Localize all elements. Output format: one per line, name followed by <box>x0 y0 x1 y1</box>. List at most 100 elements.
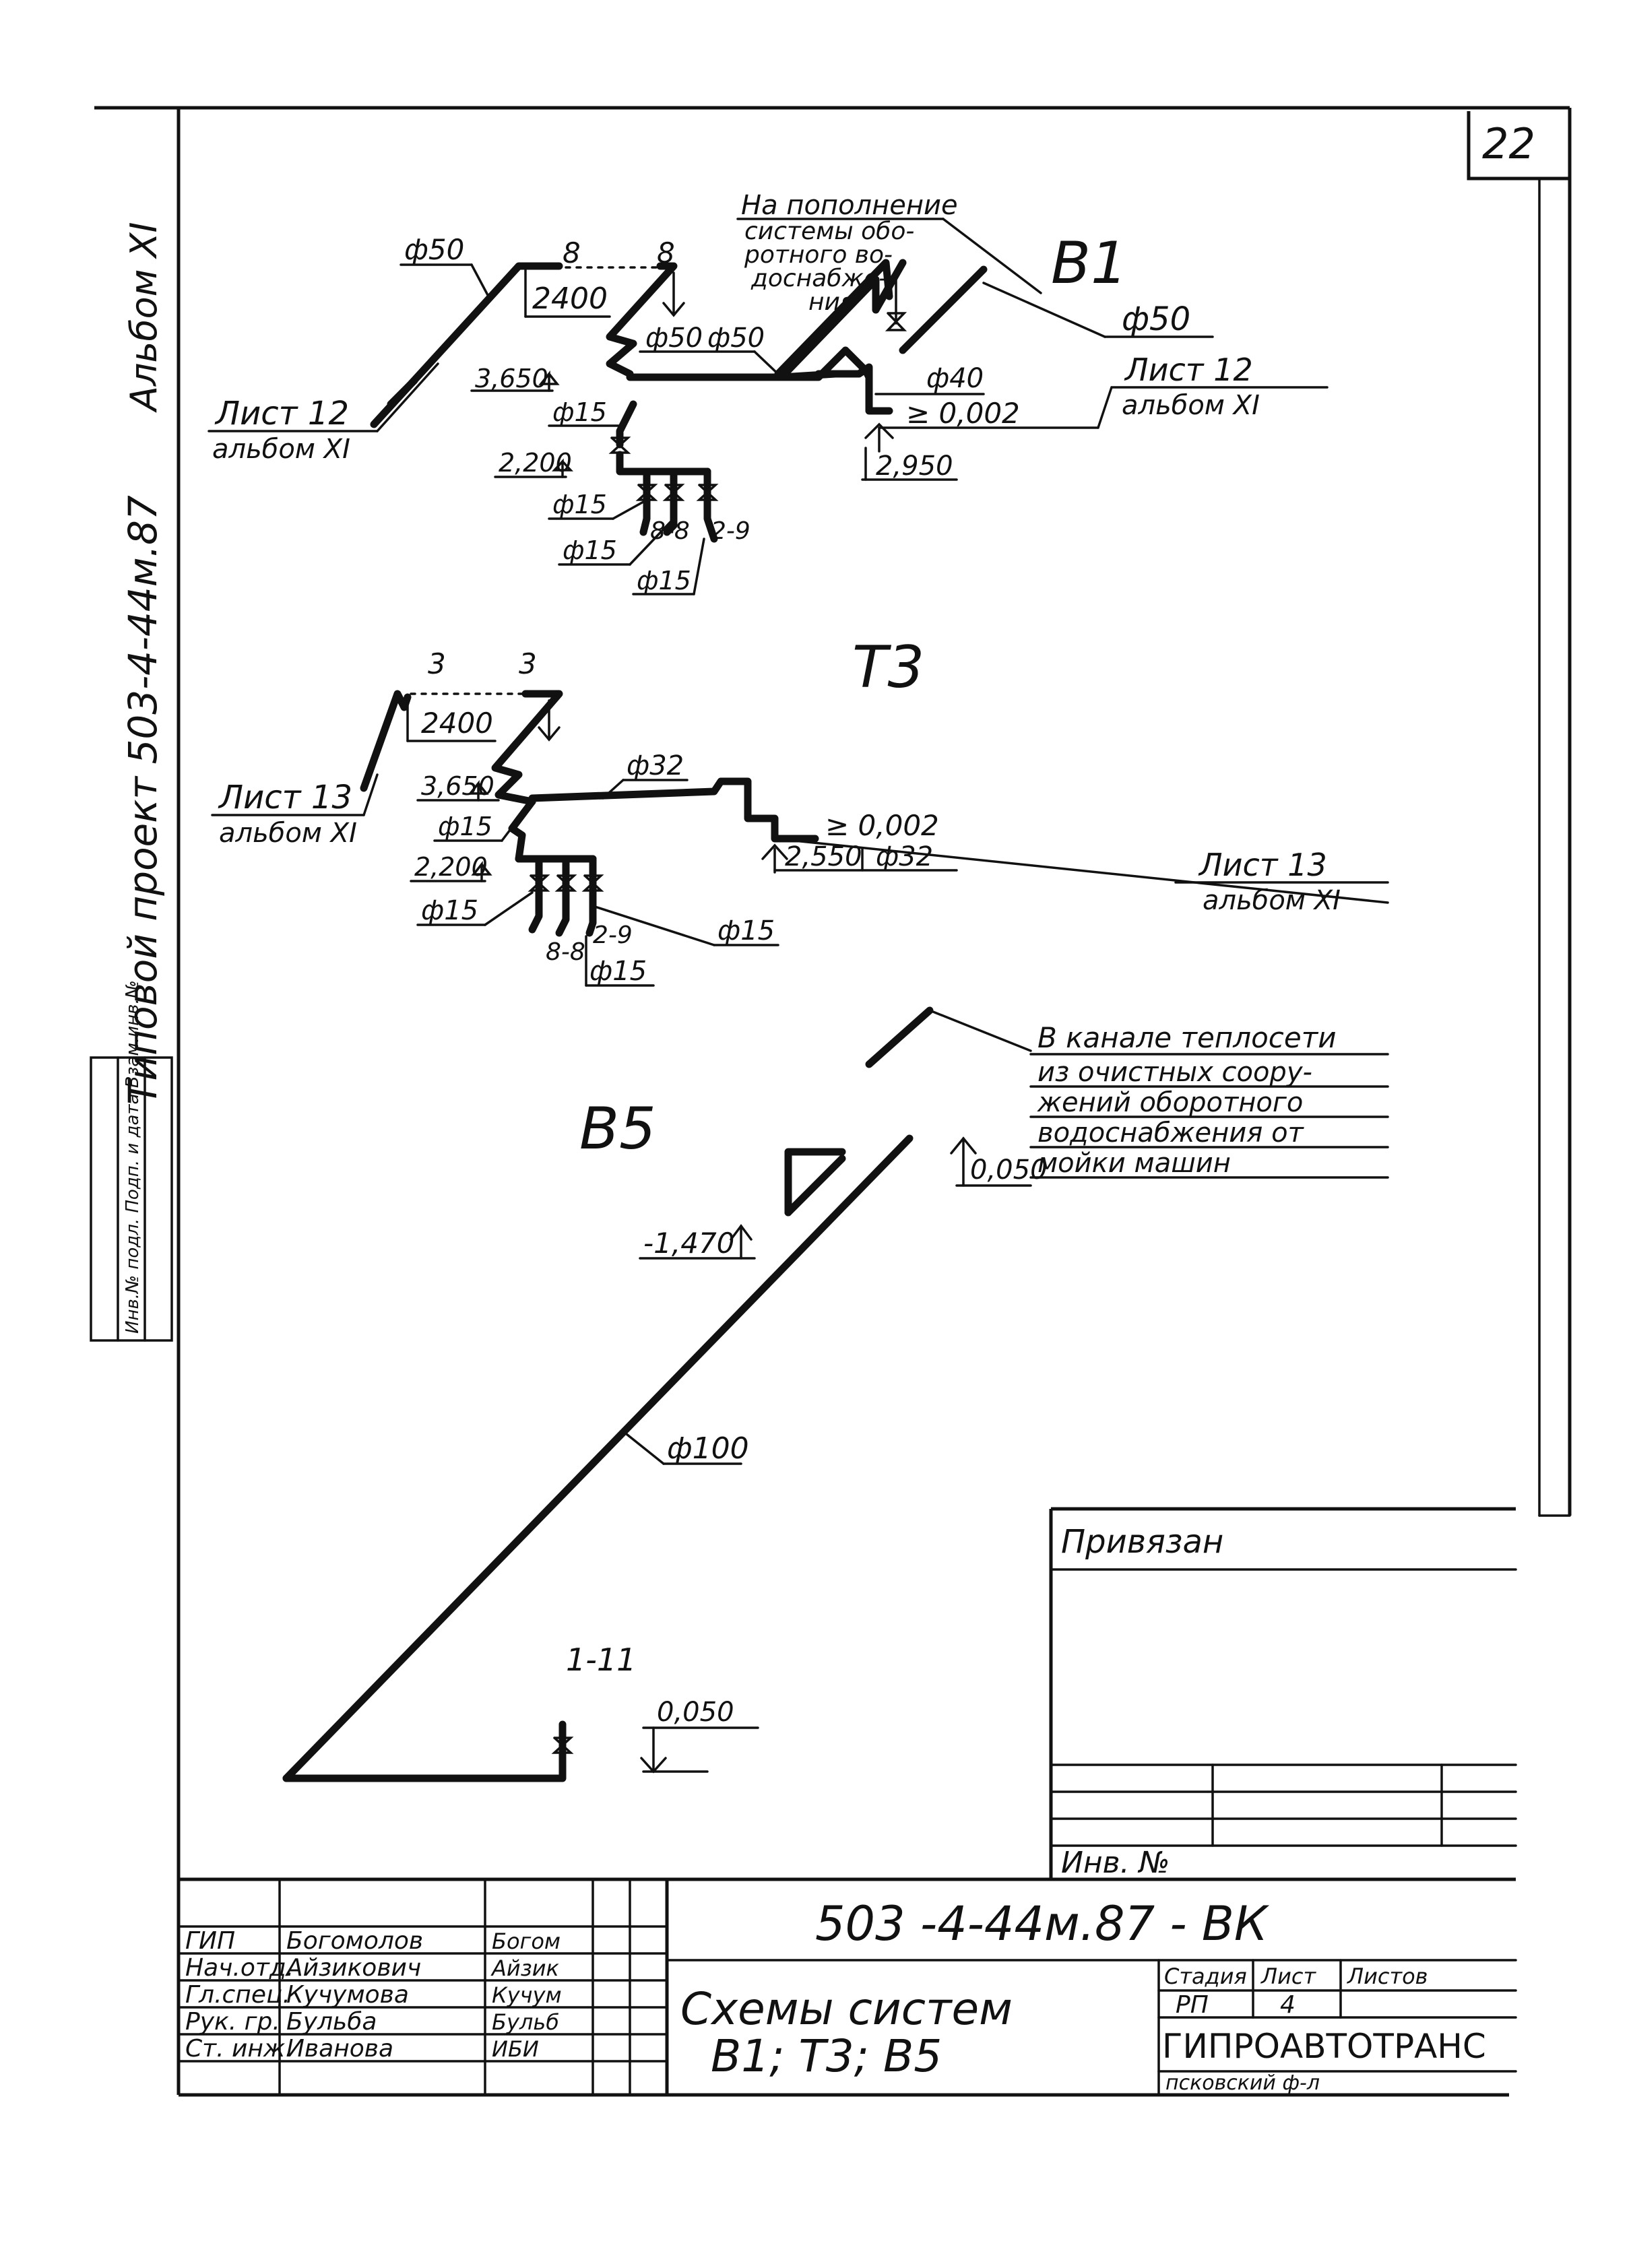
b1-d50-mid: ф50 <box>707 323 765 354</box>
system-b5-diagram: В5 В канале теплосети из очистных соору-… <box>282 1006 1389 1782</box>
staff-signature: Айзик <box>490 1955 560 1981</box>
b1-d15-d: ф15 <box>637 566 691 595</box>
staff-row-5: Ст. инж. Иванова ИБИ <box>185 2035 539 2063</box>
staff-role: Нач.отд. <box>185 1954 294 1982</box>
b1-d15-c: ф15 <box>563 536 617 565</box>
system-b1-diagram: В1 На пополнение системы обо- ротного во… <box>207 190 1329 595</box>
sheet-value: 4 <box>1280 1991 1296 2019</box>
t3-d15-c: ф15 <box>589 956 647 987</box>
b1-supply-note-1: На пополнение <box>741 190 958 221</box>
b1-elev-2200: 2,200 <box>499 448 572 478</box>
t3-elev-2550: 2,550 <box>785 841 862 872</box>
staff-signature: Богом <box>492 1929 561 1954</box>
stage-value: РП <box>1176 1991 1209 2019</box>
title-block: 503 -4-44м.87 - ВК Схемы систем В1; Т3; … <box>177 1877 1517 2097</box>
sheets-header: Листов <box>1347 1964 1428 1989</box>
inv-stamp-text: Инв.№ подл. Подп. и дата Взам.инв.№ <box>123 980 143 1334</box>
b5-elev-bottom: 0,050 <box>657 1697 734 1728</box>
t3-d32: ф32 <box>627 750 684 781</box>
b1-supply-note-2: системы обо- <box>744 218 914 245</box>
staff-row-3: Гл.спец. Кучумова Кучум <box>185 1981 562 2009</box>
b1-d15-b: ф15 <box>552 490 607 519</box>
inv-stamp: Инв.№ подл. Подп. и дата Взам.инв.№ <box>90 980 173 1342</box>
staff-role: Гл.спец. <box>185 1981 290 2009</box>
t3-album-left: альбом XI <box>219 818 357 849</box>
project-side-label: Типовой проект 503-4-44м.87 <box>120 495 166 1105</box>
t3-d15-b: ф15 <box>421 895 478 926</box>
t3-tag-2-9: 2-9 <box>593 921 633 949</box>
t3-num-3a: 3 <box>428 647 446 680</box>
organization-branch: псковский ф-л <box>1165 2071 1320 2095</box>
staff-name: Богомолов <box>286 1927 423 1955</box>
b1-supply-note-3: ротного во- <box>744 241 893 269</box>
b1-d50-right: ф50 <box>1122 300 1190 338</box>
b1-dim-2400: 2400 <box>532 282 608 316</box>
page-number: 22 <box>1482 119 1535 168</box>
b1-tag-8-8: 8-8 <box>650 517 690 545</box>
b1-elev-3650: 3,650 <box>475 364 548 393</box>
staff-signature: ИБИ <box>492 2036 539 2062</box>
drawing-title-line-1: Схемы систем <box>680 1983 1013 2035</box>
b1-tag-2-9: 2-9 <box>711 517 750 545</box>
t3-title: Т3 <box>852 634 924 701</box>
staff-name: Бульба <box>286 2008 377 2036</box>
b1-album-left: альбом XI <box>212 434 350 465</box>
b5-note-4: водоснабжения от <box>1037 1117 1305 1148</box>
b1-elev-2950: 2,950 <box>876 451 953 482</box>
album-side-label: Альбом XI <box>123 222 165 413</box>
b1-title: В1 <box>1051 230 1128 297</box>
t3-dim-2400: 2400 <box>421 707 493 740</box>
b1-num-8b: 8 <box>657 236 675 269</box>
sheet-frame <box>94 106 1572 2095</box>
t3-elev-3650: 3,650 <box>421 771 494 801</box>
b5-elev-m1470: -1,470 <box>643 1227 734 1260</box>
b1-sheet-left: Лист 12 <box>214 395 349 432</box>
drawing-code: 503 -4-44м.87 - ВК <box>815 1896 1270 1951</box>
staff-signature: Кучум <box>492 1982 562 2008</box>
b5-tag-1-11: 1-11 <box>566 1642 636 1678</box>
staff-signature: Бульб <box>492 2009 559 2035</box>
t3-num-3b: 3 <box>519 647 537 680</box>
b5-note-3: жений оборотного <box>1037 1087 1303 1118</box>
b5-note-5: мойки машин <box>1037 1148 1231 1179</box>
sheet-header: Лист <box>1260 1964 1316 1989</box>
binding-inv-label: Инв. № <box>1061 1846 1170 1880</box>
b1-slope: ≥ 0,002 <box>906 397 1020 430</box>
b5-note-2: из очистных соору- <box>1037 1057 1312 1088</box>
b1-num-8a: 8 <box>563 236 581 269</box>
t3-elev-2200: 2,200 <box>414 852 488 882</box>
staff-role: Ст. инж. <box>185 2035 293 2063</box>
b1-d15-a: ф15 <box>552 397 607 427</box>
staff-name: Айзикович <box>285 1954 421 1982</box>
staff-role: ГИП <box>185 1927 235 1955</box>
t3-album-right: альбом XI <box>1203 885 1341 916</box>
b5-note-1: В канале теплосети <box>1037 1021 1337 1054</box>
staff-role: Рук. гр. <box>185 2008 280 2036</box>
b5-title: В5 <box>579 1095 656 1163</box>
staff-name: Иванова <box>286 2035 393 2063</box>
staff-row-1: ГИП Богомолов Богом <box>185 1927 561 1955</box>
staff-row-4: Рук. гр. Бульба Бульб <box>185 2008 559 2036</box>
organization-name: ГИПРОАВТОТРАНС <box>1162 2027 1486 2066</box>
drawing-title-line-2: В1; Т3; В5 <box>711 2030 942 2082</box>
b5-elev-0050: 0,050 <box>970 1155 1048 1186</box>
t3-d15-a: ф15 <box>438 812 492 841</box>
b1-d50-left: ф50 <box>404 233 464 266</box>
t3-sheet-left: Лист 13 <box>218 779 352 816</box>
staff-name: Кучумова <box>286 1981 409 2009</box>
system-t3-diagram: Т3 3 3 2400 ф32 ≥ 0,002 2,550 ф32 Лист 1… <box>211 634 1389 987</box>
b1-sheet-right: Лист 12 <box>1124 352 1253 388</box>
t3-sheet-right: Лист 13 <box>1198 847 1327 883</box>
binding-label: Привязан <box>1061 1523 1223 1561</box>
b1-d40: ф40 <box>926 363 984 394</box>
t3-d15-d: ф15 <box>717 915 775 946</box>
t3-tag-8-8: 8-8 <box>546 938 585 966</box>
b5-d100: ф100 <box>667 1431 749 1466</box>
b1-d50-top: ф50 <box>645 323 703 354</box>
staff-row-2: Нач.отд. Айзикович Айзик <box>185 1954 560 1982</box>
t3-slope: ≥ 0,002 <box>825 809 939 842</box>
binding-block: Привязан Инв. № <box>1049 1507 1517 1881</box>
t3-d32-b: ф32 <box>876 841 933 872</box>
stage-header: Стадия <box>1164 1964 1247 1989</box>
